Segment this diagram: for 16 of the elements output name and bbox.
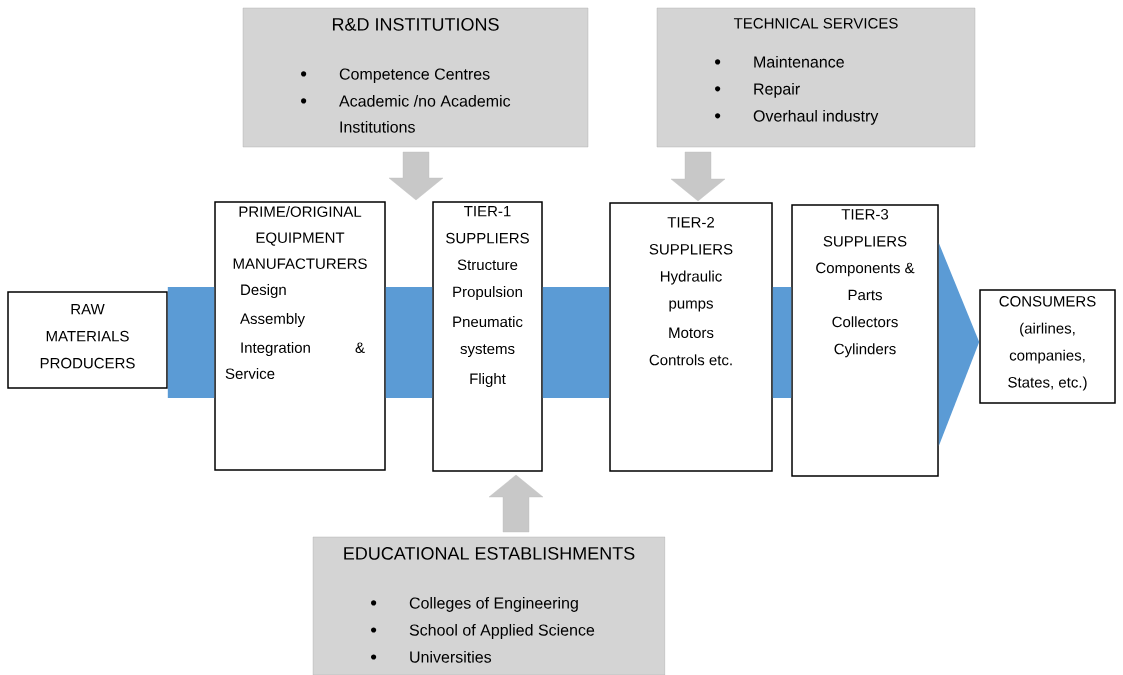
block-arrow xyxy=(670,151,726,202)
flow-band-arrow xyxy=(938,243,980,446)
stage-box: PRIME/ORIGINAL EQUIPMENT MANUFACTURERS Design Assembly Integration & Service xyxy=(214,201,386,471)
stage-box: TIER-2 SUPPLIERS Hydraulic pumps Motors Controls etc. xyxy=(609,202,773,472)
stage-box: RAW MATERIALS PRODUCERS xyxy=(7,291,168,389)
stage-box: CONSUMERS (airlines, companies, States, etc.) xyxy=(979,289,1116,404)
stage-box: TIER-1 SUPPLIERS Structure Propulsion Pneumatic systems Flight xyxy=(432,201,543,472)
block-arrow xyxy=(388,151,444,201)
info-box: TECHNICAL SERVICES Maintenance Repair Overhaul industry xyxy=(656,7,976,148)
flow-band xyxy=(542,287,610,398)
info-box: EDUCATIONAL ESTABLISHMENTS Colleges of Engineering School of Applied Science Universities xyxy=(312,536,666,675)
flow-band xyxy=(167,287,215,398)
flow-band xyxy=(385,287,433,398)
stage-box: TIER-3 SUPPLIERS Components & Parts Collectors Cylinders xyxy=(791,204,939,477)
block-arrow xyxy=(488,474,544,533)
info-box: R&D INSTITUTIONS Competence Centres Academic /no Academic Institutions xyxy=(242,7,589,148)
